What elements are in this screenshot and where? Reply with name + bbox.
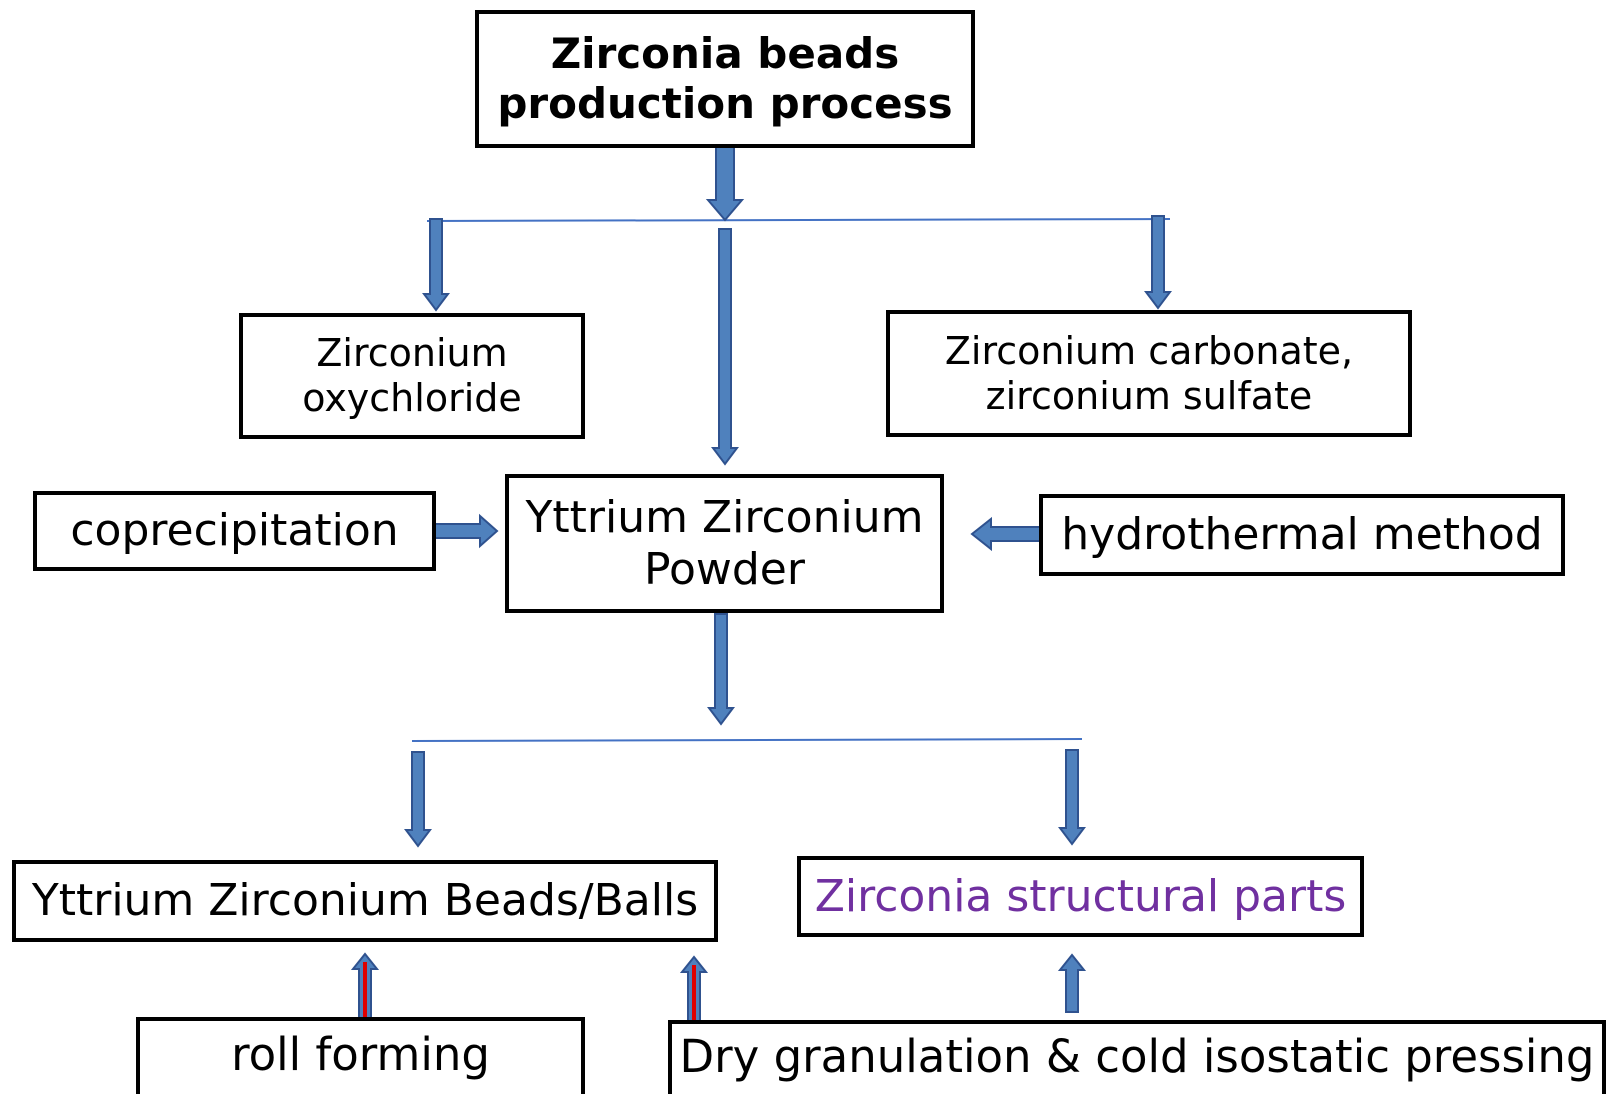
oxychloride-line-2: oxychloride	[302, 376, 522, 420]
coprecipitation-label: coprecipitation	[70, 505, 399, 557]
dry-granulation-label: Dry granulation & cold isostatic pressin…	[679, 1030, 1595, 1084]
carbonate-box: Zirconium carbonate, zirconium sulfate	[886, 310, 1412, 437]
beads-box: Yttrium Zirconium Beads/Balls	[12, 860, 718, 942]
arrow-to-structural	[1058, 749, 1086, 846]
arrow-coprecipitation-right	[431, 513, 499, 549]
title-line-1: Zirconia beads	[550, 29, 900, 79]
title-box: Zirconia beads production process	[475, 10, 975, 148]
arrow-to-powder	[711, 228, 739, 466]
beads-label: Yttrium Zirconium Beads/Balls	[31, 875, 699, 927]
arrow-to-oxychloride	[422, 218, 450, 312]
powder-box: Yttrium Zirconium Powder	[505, 474, 944, 613]
hydrothermal-box: hydrothermal method	[1039, 494, 1565, 576]
carbonate-line-1: Zirconium carbonate,	[944, 328, 1354, 373]
hydrothermal-label: hydrothermal method	[1061, 509, 1543, 561]
arrow-hydrothermal-left	[970, 516, 1041, 552]
structural-box: Zirconia structural parts	[797, 856, 1364, 937]
oxychloride-box: Zirconium oxychloride	[239, 313, 585, 439]
title-line-2: production process	[497, 79, 953, 128]
arrow-to-beads	[404, 751, 432, 848]
arrow-title-down	[705, 144, 745, 222]
structural-label: Zirconia structural parts	[814, 870, 1347, 922]
dry-granulation-box: Dry granulation & cold isostatic pressin…	[668, 1020, 1606, 1094]
arrow-powder-down	[707, 613, 735, 726]
bottom-branch-line	[411, 738, 1083, 742]
coprecipitation-box: coprecipitation	[33, 491, 436, 571]
powder-line-1: Yttrium Zirconium	[525, 491, 924, 543]
roll-forming-box: roll forming	[136, 1017, 585, 1094]
oxychloride-line-1: Zirconium	[316, 331, 508, 376]
arrow-to-carbonate	[1144, 215, 1172, 310]
arrow-dry-to-structural-up	[1057, 953, 1087, 1013]
powder-line-2: Powder	[644, 543, 805, 595]
roll-forming-label: roll forming	[231, 1027, 490, 1081]
carbonate-line-2: zirconium sulfate	[985, 373, 1313, 418]
top-branch-line	[426, 218, 1171, 222]
